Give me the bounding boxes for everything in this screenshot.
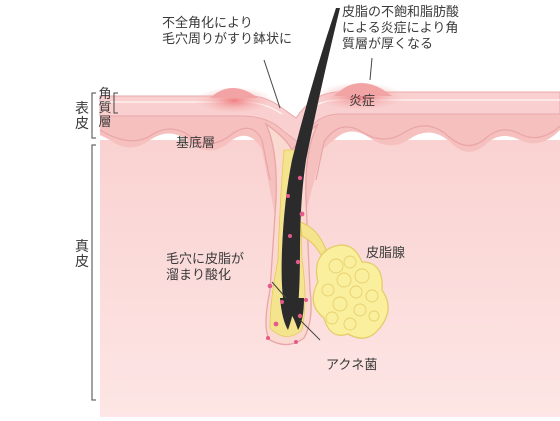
funnel-shape-label: 不全角化により 毛穴周りがすり鉢状に [162, 16, 293, 47]
epidermis-label: 表 皮 [75, 101, 89, 132]
sebaceous-gland-label: 皮脂腺 [366, 246, 406, 261]
basal-layer-label: 基底層 [176, 136, 216, 151]
thickened-horn-label: 皮脂の不飽和脂肪酸 による炎症により角 質層が厚くなる [342, 5, 460, 52]
basal-layer-line [99, 125, 560, 181]
oxidized-sebum-label: 毛穴に皮脂が 溜まり酸化 [166, 252, 245, 283]
acne-bacteria-label: アクネ菌 [326, 358, 378, 373]
hair-shaft [281, 8, 340, 322]
stratum-corneum-label: 角 質 層 [98, 87, 112, 130]
epidermis-layer [100, 96, 560, 220]
hair-bulb [280, 298, 304, 330]
dermis-label: 真 皮 [75, 239, 89, 270]
inflammation-label: 炎症 [349, 94, 376, 109]
inflammation-bump-left [210, 88, 258, 98]
leader-lines [263, 57, 373, 341]
layer-brackets [91, 92, 118, 401]
bacteria-dots [266, 175, 308, 344]
inflammation-bump-right [334, 83, 392, 96]
sebaceous-gland [312, 244, 389, 339]
